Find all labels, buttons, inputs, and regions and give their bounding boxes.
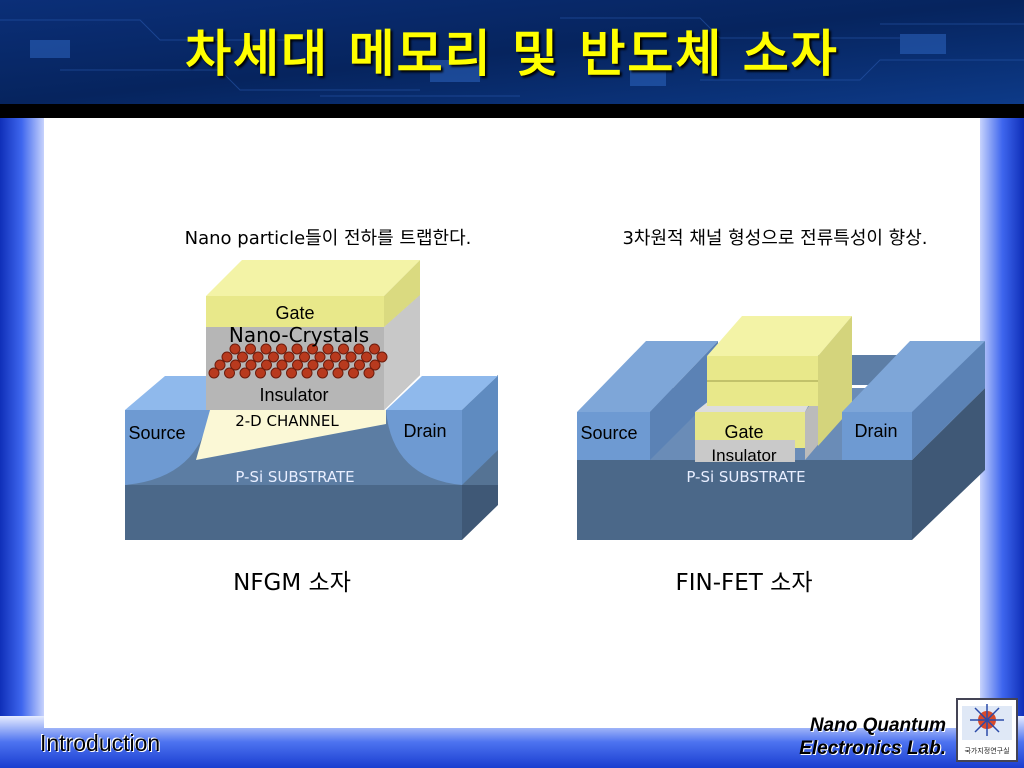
nfgm-source-label: Source xyxy=(128,423,185,443)
lab-name: Nano Quantum Electronics Lab. xyxy=(799,714,946,760)
nano-crystal-dot xyxy=(369,359,381,371)
lab-name-line1: Nano Quantum xyxy=(809,715,946,736)
finfet-drain-region xyxy=(842,412,912,460)
nfgm-source-region xyxy=(125,410,210,485)
nano-crystal-dot xyxy=(361,351,372,363)
nano-crystal-dot xyxy=(261,359,272,371)
nano-crystal-dot xyxy=(363,367,375,379)
finfet-substrate-label: P-Si SUBSTRATE xyxy=(686,468,805,486)
nano-crystal-dot xyxy=(276,343,287,355)
nfgm-gate-label: Gate xyxy=(275,303,314,323)
nfgm-name: NFGM 소자 xyxy=(233,570,351,596)
nano-crystal-dot xyxy=(322,343,334,355)
lab-logo-icon xyxy=(962,704,1012,740)
finfet-name: FIN-FET 소자 xyxy=(676,570,813,596)
nano-crystal-dot xyxy=(314,351,326,363)
nano-crystal-dot xyxy=(301,367,313,379)
nano-crystal-dot xyxy=(330,351,341,363)
lab-logo: 국가지정연구실 xyxy=(956,698,1018,762)
finfet-insulator xyxy=(695,440,795,462)
nano-crystal-dot xyxy=(283,351,295,363)
nano-crystal-dot xyxy=(338,343,349,355)
nano-crystal-dot xyxy=(229,343,241,355)
nano-crystal-dots xyxy=(208,343,388,379)
finfet-gate-label: Gate xyxy=(724,422,763,442)
nano-crystal-dot xyxy=(307,359,319,371)
finfet-source-region xyxy=(577,412,650,460)
nano-crystal-dot xyxy=(291,343,303,355)
lab-name-line2: Electronics Lab. xyxy=(799,738,946,759)
nfgm-drain-label: Drain xyxy=(403,421,446,441)
nfgm-device: Gate Nano-Crystals Insulator 2-D CHANNEL… xyxy=(125,260,498,540)
nano-crystal-dot xyxy=(252,351,264,363)
slide-title: 차세대 메모리 및 반도체 소자 xyxy=(185,25,839,83)
nano-crystal-dot xyxy=(299,351,310,363)
nano-crystal-dot xyxy=(354,359,365,371)
finfet-drain-label: Drain xyxy=(854,421,897,441)
nfgm-drain-region xyxy=(386,410,462,485)
nano-crystal-dot xyxy=(286,367,297,379)
nfgm-substrate-label: P-Si SUBSTRATE xyxy=(235,468,354,486)
nano-crystal-dot xyxy=(208,367,220,379)
channel-label: 2-D CHANNEL xyxy=(235,412,339,430)
nano-crystal-dot xyxy=(376,351,388,363)
nano-crystal-dot xyxy=(307,343,318,355)
nano-crystal-dot xyxy=(245,359,257,371)
nano-crystal-dot xyxy=(245,343,256,355)
nano-crystals-label: Nano-Crystals xyxy=(229,323,369,347)
nano-crystal-dot xyxy=(369,343,380,355)
nano-crystal-dot xyxy=(224,367,235,379)
nano-crystal-dot xyxy=(338,359,350,371)
nano-crystal-dot xyxy=(221,351,233,363)
nano-crystal-dot xyxy=(345,351,357,363)
nano-crystal-dot xyxy=(270,367,282,379)
nfgm-insulator-label: Insulator xyxy=(259,385,328,405)
nfgm-channel xyxy=(196,410,386,460)
finfet-caption: 3차원적 채널 형성으로 전류특성이 향상. xyxy=(622,228,927,249)
nano-crystal-dot xyxy=(260,343,272,355)
nano-crystal-dot xyxy=(332,367,344,379)
nano-crystal-dot xyxy=(348,367,359,379)
finfet-source-label: Source xyxy=(580,423,637,443)
nano-crystal-dot xyxy=(230,359,241,371)
nano-crystal-dot xyxy=(268,351,279,363)
nano-crystal-dot xyxy=(255,367,266,379)
nano-crystal-dot xyxy=(353,343,365,355)
finfet-substrate-front xyxy=(577,460,912,540)
nfgm-gate xyxy=(206,296,384,327)
nano-crystal-dot xyxy=(292,359,303,371)
nano-crystal-dot xyxy=(276,359,288,371)
section-label: Introduction xyxy=(40,730,161,756)
nano-crystal-dot xyxy=(237,351,248,363)
nano-crystal-dot xyxy=(239,367,251,379)
nano-crystal-dot xyxy=(214,359,226,371)
nano-crystal-dot xyxy=(323,359,334,371)
nfgm-substrate-front xyxy=(125,485,462,540)
finfet-device: Gate Insulator Source Drain P-Si SUBSTRA… xyxy=(577,316,985,540)
finfet-insulator-label: Insulator xyxy=(711,446,777,465)
nfgm-caption: Nano particle들이 전하를 트랩한다. xyxy=(185,228,472,249)
nano-crystal-dot xyxy=(317,367,328,379)
lab-logo-text: 국가지정연구실 xyxy=(964,747,1010,755)
